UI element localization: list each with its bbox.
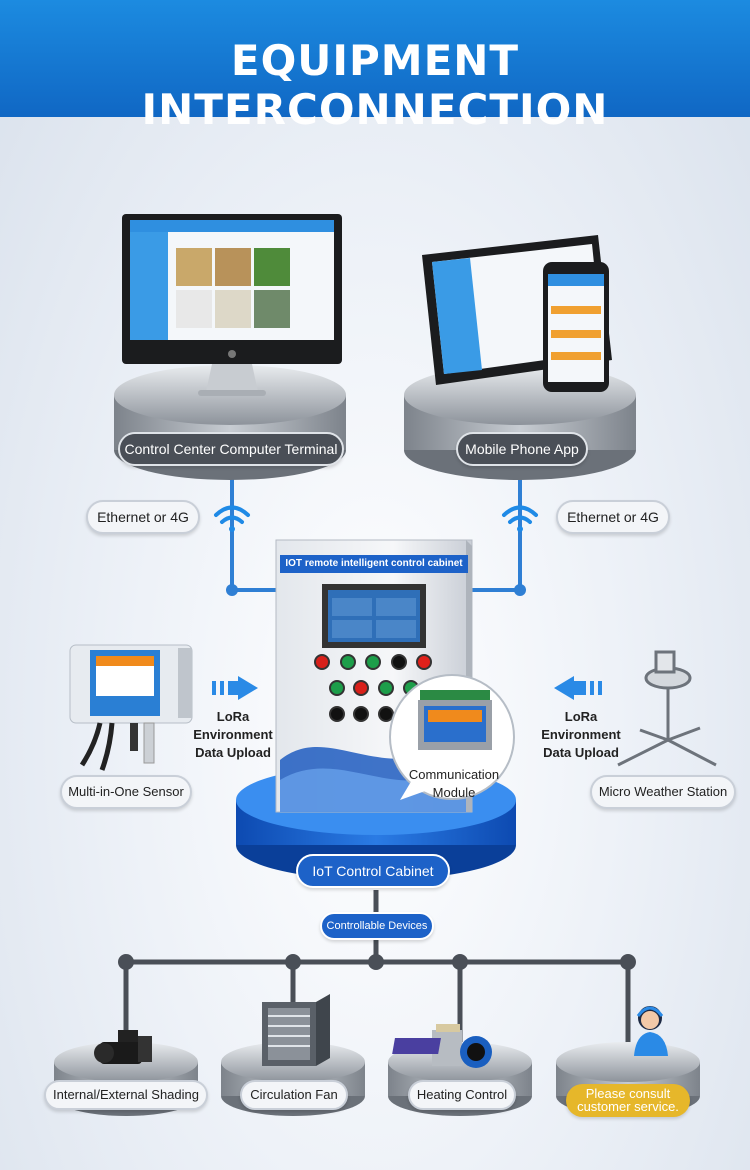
mobile-app-label: Mobile Phone App bbox=[456, 432, 588, 466]
customer-service-button[interactable]: Please consult customer service. bbox=[566, 1084, 690, 1117]
shading-motor-icon bbox=[94, 1030, 152, 1064]
link-label-left: Ethernet or 4G bbox=[86, 500, 200, 534]
phone-icon bbox=[543, 262, 609, 392]
customer-service-icon bbox=[392, 1006, 668, 1056]
module-label-line-2: Module bbox=[432, 785, 476, 800]
heating-label: Heating Control bbox=[408, 1080, 516, 1110]
shading-label: Internal/External Shading bbox=[44, 1080, 208, 1110]
weather-station-label: Micro Weather Station bbox=[590, 775, 736, 809]
cabinet-title: IOT remote intelligent control cabinet bbox=[285, 558, 463, 569]
arrow-left-icon bbox=[554, 676, 602, 700]
fan-label: Circulation Fan bbox=[240, 1080, 348, 1110]
lora-right-line-1: LoRa bbox=[564, 709, 598, 724]
multi-sensor-icon bbox=[69, 644, 193, 771]
communication-module-icon bbox=[389, 674, 515, 800]
multi-sensor-label: Multi-in-One Sensor bbox=[60, 775, 192, 809]
communication-module-label: Communication Module bbox=[404, 766, 504, 802]
header-banner: EQUIPMENT INTERCONNECTION bbox=[0, 0, 750, 134]
arrow-right-icon bbox=[212, 676, 258, 700]
lora-right-line-2: Environment bbox=[541, 727, 621, 742]
weather-station-icon bbox=[617, 650, 717, 767]
junction-right bbox=[514, 584, 526, 596]
controllable-devices-label: Controllable Devices bbox=[320, 912, 434, 940]
fan-icon bbox=[262, 994, 330, 1066]
control-cabinet-icon bbox=[275, 539, 473, 813]
wifi-icon-left bbox=[214, 505, 250, 532]
bus-nodes bbox=[118, 954, 636, 970]
monitor-icon bbox=[122, 214, 342, 396]
cabinet-label: IoT Control Cabinet bbox=[296, 854, 450, 888]
service-line-1: Please consult bbox=[585, 1086, 671, 1101]
lora-left-line-3: Data Upload bbox=[195, 745, 271, 760]
page-title: EQUIPMENT INTERCONNECTION bbox=[141, 36, 609, 134]
service-line-2: customer service. bbox=[577, 1099, 679, 1114]
lora-upload-right: LoRa Environment Data Upload bbox=[536, 708, 626, 762]
lora-left-line-1: LoRa bbox=[216, 709, 250, 724]
lora-left-line-2: Environment bbox=[193, 727, 273, 742]
lora-right-line-3: Data Upload bbox=[543, 745, 619, 760]
junction-left bbox=[226, 584, 238, 596]
module-label-line-1: Communication bbox=[408, 767, 500, 782]
computer-terminal-label: Control Center Computer Terminal bbox=[118, 432, 344, 466]
lora-upload-left: LoRa Environment Data Upload bbox=[188, 708, 278, 762]
link-label-right: Ethernet or 4G bbox=[556, 500, 670, 534]
wifi-icon-right bbox=[502, 505, 538, 532]
heater-icon bbox=[432, 1024, 492, 1068]
